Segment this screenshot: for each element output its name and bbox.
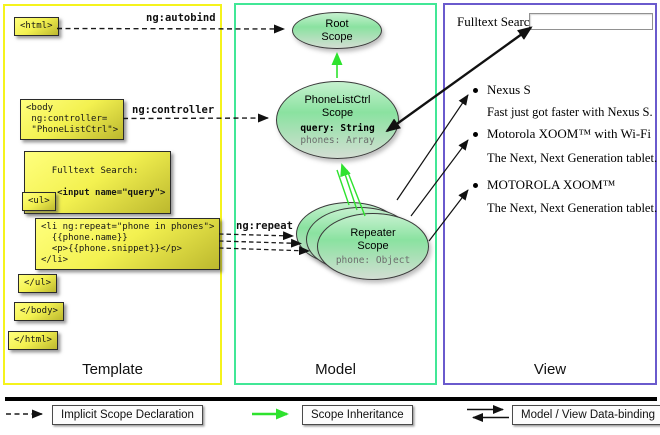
view-item-desc: The Next, Next Generation tablet. [487,201,658,215]
view-item-bullet [473,132,478,137]
fulltext-label-code: Fulltext Search: [51,166,139,176]
view-item-desc: Fast just got faster with Nexus S. [487,105,653,119]
ng-repeat-label: ng:repeat [236,220,293,232]
view-panel: View [443,3,657,385]
phones-property: phones: Array [300,135,375,146]
view-item-bullet [473,88,478,93]
ng-controller-label: ng:controller [132,104,215,116]
template-panel-title: Template [82,361,143,378]
legend-separator [5,397,657,401]
input-tag-code: <input name="query"> [51,188,166,198]
ng-autobind-label: ng:autobind [146,12,216,24]
repeater-scope-title-line2: Scope [357,239,389,252]
legend-scope-inheritance-label: Scope Inheritance [302,405,413,425]
view-item-bullet [473,183,478,188]
view-search-label: Fulltext Search: [457,14,540,29]
phonelistctrl-scope-title-line1: PhoneListCtrl [304,94,371,106]
root-scope-title-line1: Root [325,18,349,30]
code-box-ul-close: </ul> [18,274,58,293]
model-panel: Model [234,3,437,385]
repeater-scope-ellipse-front: Repeater Scope phone: Object [317,213,429,280]
phonelistctrl-scope-ellipse: PhoneListCtrl Scope query: String phones… [276,81,399,159]
view-search-input[interactable] [529,13,653,30]
phonelistctrl-scope-title-line2: Scope [321,106,354,119]
view-item-title[interactable]: Motorola XOOM™ with Wi-Fi [487,126,652,141]
root-scope-title-line2: Scope [321,30,353,43]
code-box-li-repeat: <li ng:repeat="phone in phones"> {{phone… [35,218,221,270]
repeater-scope-title-line1: Repeater [350,227,396,239]
view-item-desc: The Next, Next Generation tablet. [487,151,658,165]
model-panel-title: Model [315,361,356,378]
view-item-title[interactable]: Nexus S [487,82,531,97]
code-box-body-open: <body ng:controller= "PhoneListCtrl"> [20,99,125,140]
code-box-html-close: </html> [8,331,58,350]
code-box-ul-open: <ul> [22,192,56,211]
legend-data-binding-label: Model / View Data-binding [512,405,660,425]
code-box-body-close: </body> [14,302,64,321]
view-item-title[interactable]: MOTOROLA XOOM™ [487,177,616,192]
legend-implicit-scope-label: Implicit Scope Declaration [52,405,203,425]
query-property: query: String [300,123,375,134]
view-panel-title: View [533,361,567,378]
root-scope-ellipse: Root Scope [292,12,382,49]
phone-property: phone: Object [335,255,411,266]
code-box-html-open: <html> [14,17,59,36]
